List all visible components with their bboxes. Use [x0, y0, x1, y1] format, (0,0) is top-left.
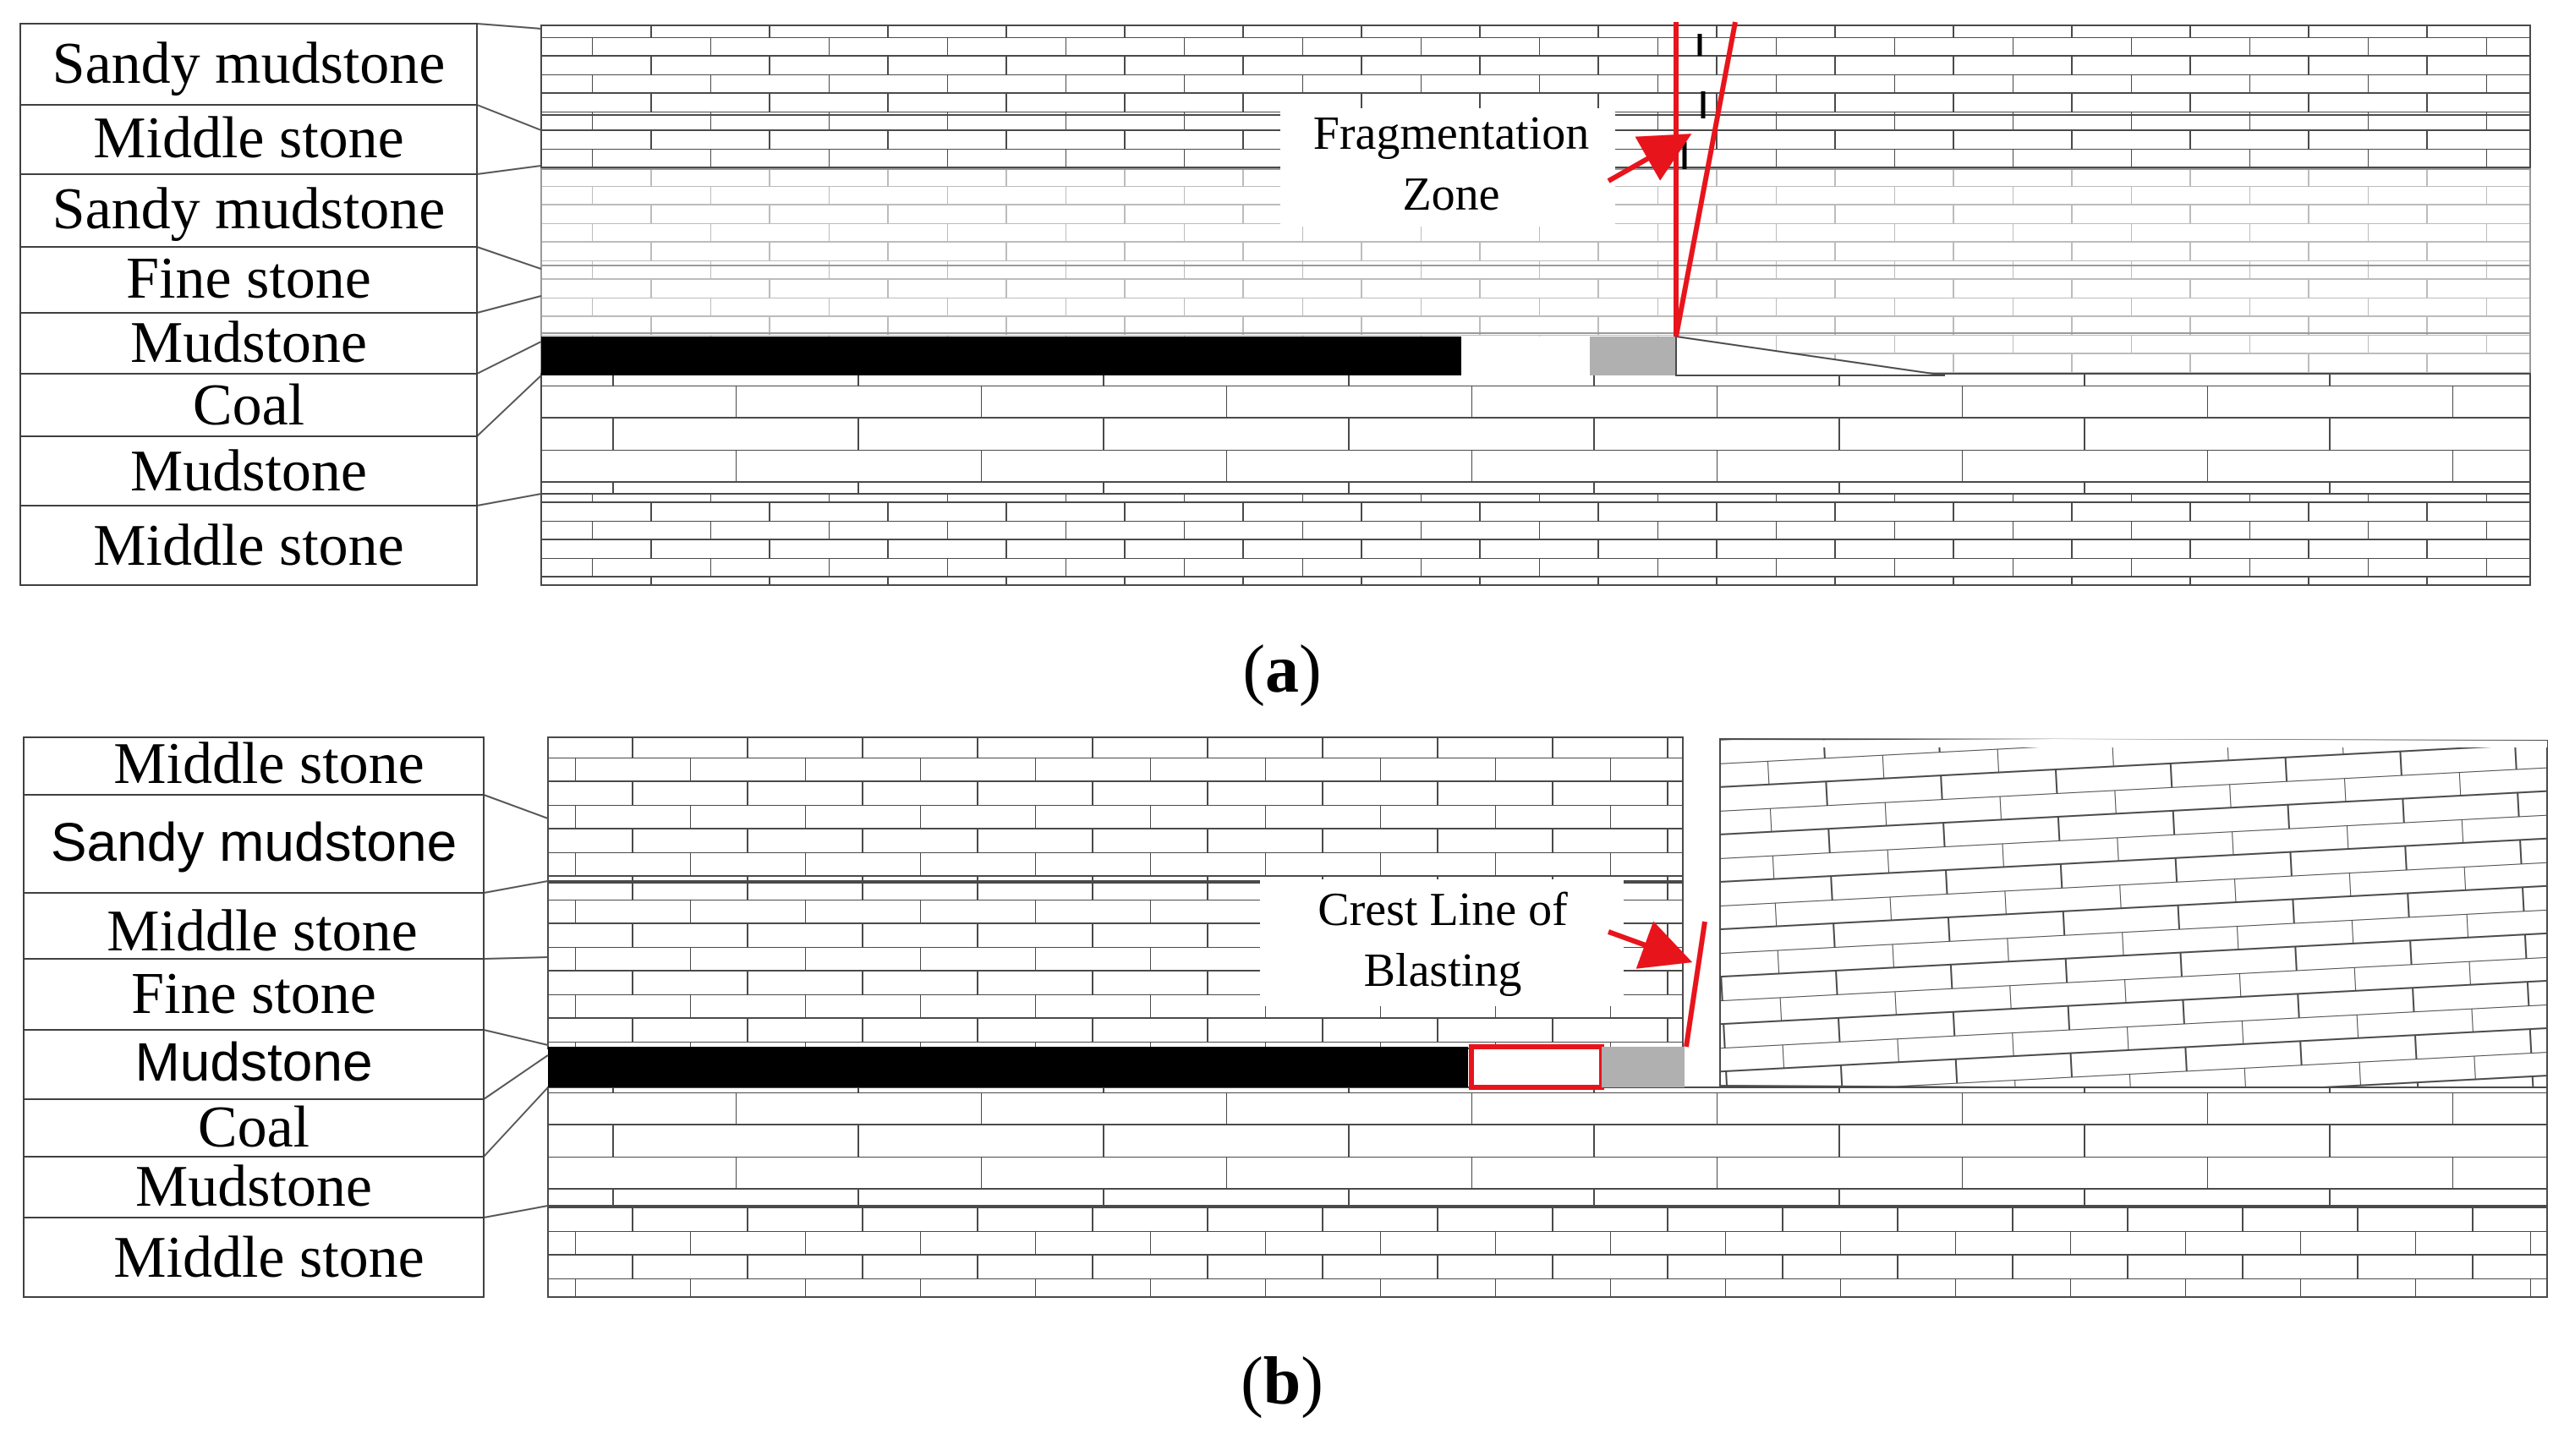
panel-b-legend: Middle stone Sandy mudstone Middle stone… [23, 731, 549, 1298]
crest-line [1684, 921, 1707, 1048]
panel-a-caption: (a) [1242, 632, 1321, 707]
b-label-fine-stone: Fine stone [131, 961, 376, 1026]
a-label-fine-stone: Fine stone [126, 246, 371, 311]
a-label-box-2 [19, 104, 478, 175]
panel-a-legend: Sandy mudstone Middle stone Sandy mudsto… [19, 23, 542, 586]
b-label-sandy-mudstone: Sandy mudstone [51, 812, 457, 873]
b-label-coal: Coal [198, 1095, 310, 1160]
a-label-coal: Coal [193, 373, 304, 438]
b-blasted-section [1469, 1044, 1604, 1090]
b-support-zone [1602, 1047, 1685, 1087]
b-rotated-block [1719, 737, 2548, 1092]
fragmentation-arrow [1607, 134, 1692, 183]
a-label-box-3 [19, 173, 478, 248]
b-label-box-6 [23, 1098, 485, 1158]
b-rotated-block-top [1723, 739, 2547, 747]
blasting-label-bg [1260, 879, 1624, 1006]
b-label-box-2 [23, 794, 485, 894]
a-caved-wedge [1675, 335, 1946, 376]
b-label-box-1 [23, 736, 485, 796]
a-label-box-1 [19, 23, 478, 106]
a-layer-middle-stone-bottom [540, 493, 2531, 586]
a-label-sandy-mudstone-1: Sandy mudstone [52, 31, 446, 96]
a-label-mudstone-2: Mudstone [130, 439, 367, 504]
crest-line-label-line1: Crest Line of [1318, 884, 1568, 936]
a-support-zone [1590, 337, 1676, 375]
fragmentation-boundary-right [1674, 21, 1738, 337]
a-coal-gap [1461, 337, 1590, 375]
a-label-box-7 [19, 435, 478, 506]
crest-line-label-line2: Blasting [1364, 944, 1522, 997]
b-label-box-4 [23, 958, 485, 1031]
b-label-middle-stone-3: Middle stone [113, 1225, 424, 1290]
a-coal-mined [541, 337, 1461, 375]
panel-b-strata [547, 736, 2548, 1298]
panel-b: Crest Line of Blasting Middle stone Sand… [23, 731, 2548, 1419]
crest-arrow [1607, 921, 1693, 969]
a-label-sandy-mudstone-2: Sandy mudstone [52, 177, 446, 242]
b-layer-middle-stone-bottom [547, 1205, 2548, 1298]
panel-a: Fragmentation Zone Sandy mudstone Middle… [19, 21, 2531, 707]
b-label-middle-stone-2: Middle stone [107, 899, 417, 964]
b-label-box-5 [23, 1029, 485, 1100]
b-coal-mined [548, 1047, 1468, 1087]
a-layer-sandy-mudstone-top [540, 25, 2531, 116]
a-label-middle-stone-2: Middle stone [93, 513, 403, 578]
b-label-box-3 [23, 892, 485, 960]
panel-b-caption: (b) [1241, 1344, 1323, 1419]
b-label-mudstone-1: Mudstone [134, 1032, 372, 1092]
fragmentation-zone-label-line2: Zone [1402, 168, 1499, 221]
panel-a-strata [540, 21, 2531, 586]
a-label-box-6 [19, 373, 478, 437]
b-label-middle-stone-1: Middle stone [113, 731, 424, 796]
a-label-middle-stone-1: Middle stone [93, 106, 403, 171]
fragmentation-label-bg [1280, 108, 1615, 227]
a-label-mudstone-1: Mudstone [130, 310, 367, 375]
fragmentation-zone-label-line1: Fragmentation [1313, 107, 1590, 160]
a-label-box-8 [19, 505, 478, 586]
b-label-box-7 [23, 1156, 485, 1218]
b-layer-upper-left [547, 736, 1684, 882]
b-label-box-8 [23, 1217, 485, 1298]
a-label-box-5 [19, 312, 478, 375]
a-layer-fine-stone [540, 265, 2531, 334]
b-label-mudstone-2: Mudstone [135, 1154, 372, 1219]
